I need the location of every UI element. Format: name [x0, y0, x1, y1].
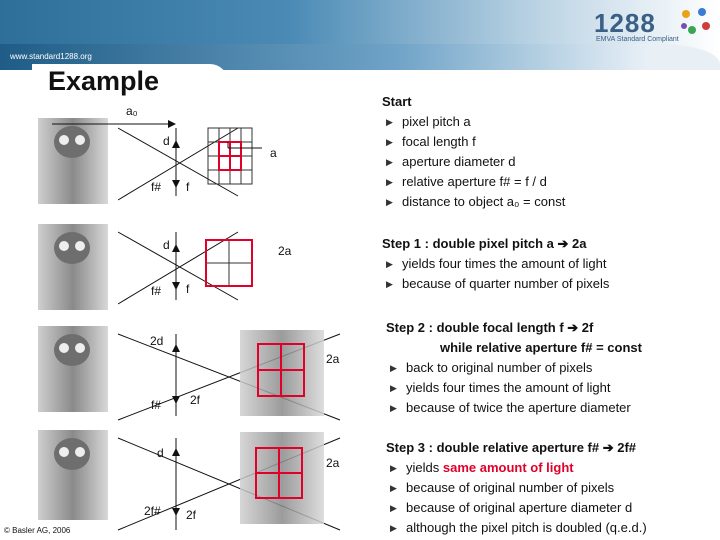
- step3-section: Step 3 : double relative aperture f# ➔ 2…: [386, 438, 647, 538]
- list-item: yields four times the amount of light: [386, 378, 642, 398]
- step3-item1-prefix: yields: [406, 460, 443, 475]
- header-banner: [0, 0, 720, 70]
- list-item: relative aperture f# = f / d: [382, 172, 565, 192]
- label-d-row1: d: [163, 134, 170, 148]
- title-tab: [32, 64, 228, 102]
- step2-heading: Step 2 : double focal length f ➔ 2f: [386, 320, 594, 335]
- emva-logo: 1288 EMVA Standard Compliant: [592, 6, 712, 46]
- list-item: because of original number of pixels: [386, 478, 647, 498]
- row1-rays: [117, 127, 239, 201]
- statue-image-3: [38, 326, 108, 412]
- label-2fnum-row4: 2f#: [144, 504, 161, 518]
- label-2f-row3: 2f: [190, 393, 201, 407]
- row2-rays: [117, 231, 239, 305]
- step3-heading: Step 3 : double relative aperture f# ➔ 2…: [386, 440, 637, 455]
- logo-stars-icon: [681, 8, 710, 34]
- row4-statue-crop: [240, 432, 324, 524]
- step2-heading-2: while relative aperture f# = const: [440, 340, 642, 355]
- label-a-row1: a: [270, 146, 277, 160]
- row3-statue-crop: [240, 330, 324, 416]
- copyright: © Basler AG, 2006: [4, 526, 71, 535]
- statue-image-1: [38, 118, 108, 204]
- label-2a-row4: 2a: [326, 456, 340, 470]
- start-heading: Start: [382, 94, 412, 109]
- list-item: yields four times the amount of light: [382, 254, 609, 274]
- list-item: aperture diameter d: [382, 152, 565, 172]
- logo-subtitle: EMVA Standard Compliant: [596, 36, 679, 43]
- start-section: Start pixel pitch a focal length f apert…: [382, 92, 565, 212]
- label-f-row1: f: [186, 180, 190, 194]
- row1-pixel-grid: [207, 127, 262, 185]
- list-item: yields same amount of light: [386, 458, 647, 478]
- row2-pixel-grid: [205, 239, 253, 287]
- label-fnum-row3: f#: [151, 398, 162, 412]
- step1-heading: Step 1 : double pixel pitch a ➔ 2a: [382, 236, 587, 251]
- label-d-row4: d: [157, 446, 164, 460]
- label-2f-row4: 2f: [186, 508, 197, 522]
- list-item: because of original aperture diameter d: [386, 498, 647, 518]
- page-title: Example: [48, 66, 160, 96]
- list-item: because of quarter number of pixels: [382, 274, 609, 294]
- site-url[interactable]: www.standard1288.org: [10, 52, 92, 61]
- list-item: back to original number of pixels: [386, 358, 642, 378]
- statue-image-4: [38, 430, 108, 520]
- statue-image-2: [38, 224, 108, 310]
- label-f-row2: f: [186, 282, 190, 296]
- label-d-row2: d: [163, 238, 170, 252]
- highlight-text: same amount of light: [442, 460, 574, 475]
- label-2d-row3: 2d: [150, 334, 164, 348]
- step2-section: Step 2 : double focal length f ➔ 2f whil…: [386, 318, 642, 418]
- label-fnum-row2: f#: [151, 284, 162, 298]
- list-item: distance to object a₀ = const: [382, 192, 565, 212]
- list-item: pixel pitch a: [382, 112, 565, 132]
- step1-section: Step 1 : double pixel pitch a ➔ 2a yield…: [382, 234, 609, 294]
- logo-number: 1288: [594, 8, 656, 38]
- label-fnum-row1: f#: [151, 180, 162, 194]
- list-item: focal length f: [382, 132, 565, 152]
- list-item: although the pixel pitch is doubled (q.e…: [386, 518, 647, 538]
- label-2a-row2: 2a: [278, 244, 292, 258]
- label-2a-row3: 2a: [326, 352, 340, 366]
- label-a0: a₀: [126, 104, 138, 118]
- list-item: because of twice the aperture diameter: [386, 398, 642, 418]
